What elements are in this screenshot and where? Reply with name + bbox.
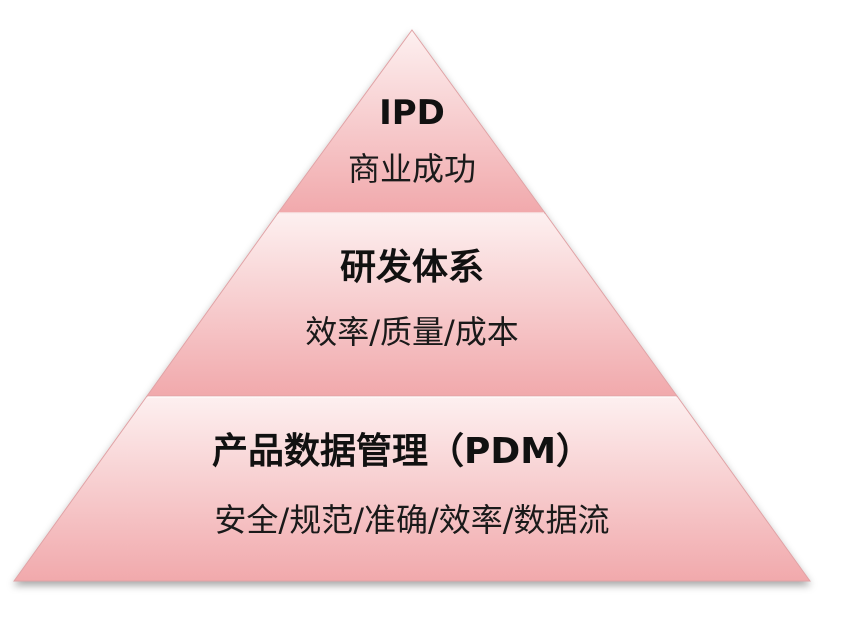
level-bottom-subtitle: 安全/规范/准确/效率/数据流 <box>214 501 609 539</box>
level-bottom-title: 产品数据管理（PDM） <box>212 431 592 472</box>
level-top-title: IPD <box>379 93 445 133</box>
pyramid-level-middle <box>146 212 678 397</box>
pyramid-level-bottom <box>13 395 811 582</box>
level-middle-subtitle: 效率/质量/成本 <box>305 313 519 351</box>
level-top-subtitle: 商业成功 <box>348 150 476 188</box>
level-middle-title: 研发体系 <box>340 247 484 288</box>
